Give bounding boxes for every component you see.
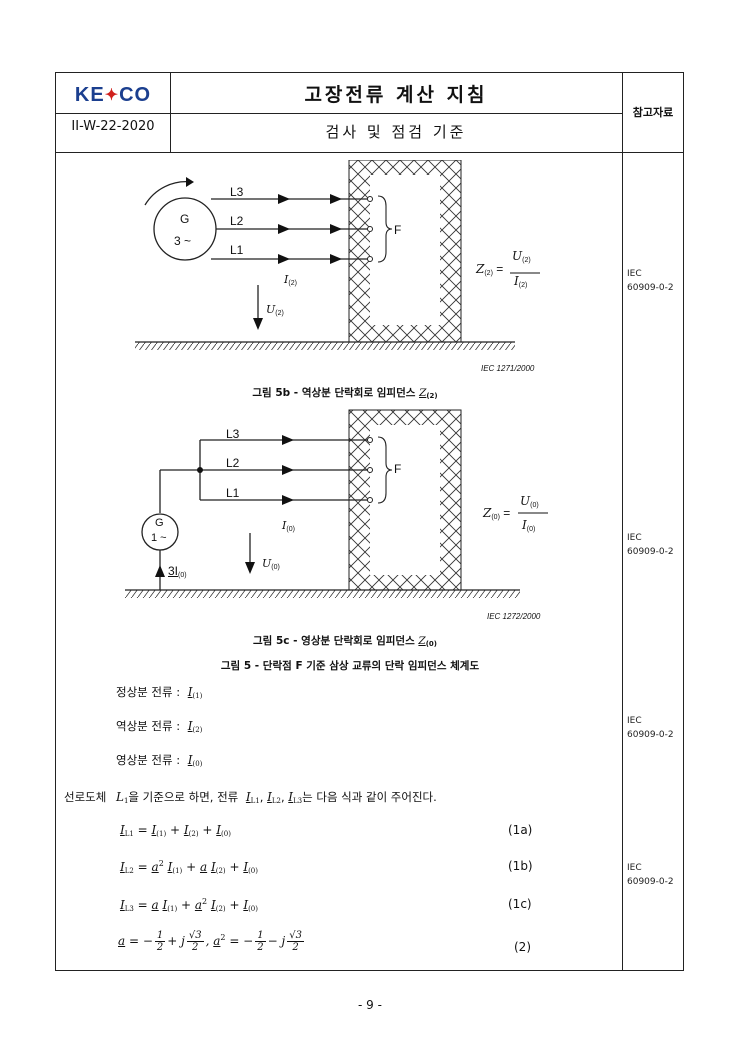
generator-circle [153,197,217,261]
document-title: 고장전류 계산 지침 [304,84,488,106]
positive-sequence-current: 정상분 전류 : I(1) [116,685,203,700]
fig5c-current-label: I(0) [282,519,295,533]
arrow-l2-icon [282,465,294,475]
terminal-l1 [367,256,373,262]
fault-network-inner [370,175,440,325]
fig5b-label-l1: L1 [230,243,244,257]
header-bottom-line [55,152,684,153]
fig5b-caption: 그림 5b - 역상분 단락회로 임피던스 Z(2) [252,387,438,400]
arrow-l1-icon [278,254,290,264]
reference-column-header: 참고자료 [632,106,674,119]
fig5c-formula-numerator: U(0) [520,494,539,509]
fig5c-label-l2: L2 [226,456,240,470]
fig5b-formula-numerator: U(2) [512,249,531,264]
zero-sequence-current: 영상분 전류 : I(0) [116,753,203,768]
fig5c-caption: 그림 5c - 영상분 단락회로 임피던스 Z(0) [253,635,437,648]
arrow-l1-icon [282,495,294,505]
fig5c-label-l1: L1 [226,486,240,500]
fig5c-fault-label: F [394,462,402,476]
equation-1b: IL2 = a2 I(1) + a I(2) + I(0) [120,859,258,875]
fig5c-generator-name: G [155,517,164,529]
fault-brace [377,195,393,263]
equation-1c-number: (1c) [508,897,532,911]
fig5b-generator-name: G [180,212,190,226]
ground-hatch [135,342,515,350]
page-number: - 9 - [358,998,382,1012]
equation-1a: IL1 = I(1) + I(2) + I(0) [120,823,231,838]
fig5c-impedance-formula: Z(0) = [483,506,511,521]
fig5b-formula-denominator: I(2) [514,274,528,289]
fig5c-source: IEC 1272/2000 [487,612,541,621]
arrow-l3-icon [282,435,294,445]
fault-network-inner [370,425,440,575]
fig5b-label-l3: L3 [230,185,244,199]
fig5c-voltage-label: U(0) [262,557,280,571]
fig5c-label-l3: L3 [226,427,240,441]
arrow-l3-icon [278,194,290,204]
fig5b-generator-phase: 3 ~ [174,234,192,248]
voltage-arrow-icon [253,318,263,330]
equation-1a-number: (1a) [508,823,533,837]
terminal-l1 [367,497,373,503]
rotation-arrow-icon [186,177,194,187]
page-frame [55,72,684,971]
figure-5b-diagram [135,160,540,350]
arrow-l2-icon [278,224,290,234]
fig5b-voltage-label: U(2) [266,303,284,317]
reference-column-divider [622,72,623,971]
fig5c-formula-denominator: I(0) [522,518,536,533]
terminal-l2 [367,226,373,232]
fig5c-generator-phase: 1 ~ [151,532,167,544]
ground-hatch [125,590,520,598]
equation-2-number: (2) [514,940,531,954]
fig5b-source: IEC 1271/2000 [481,364,535,373]
figure-5-caption: 그림 5 - 단락점 F 기준 삼상 교류의 단락 임피던스 체계도 [220,660,480,672]
reference-paragraph: 선로도체 L1을 기준으로 하면, 전류 IL1, IL2, IL3는 다음 식… [64,790,437,805]
terminal-l3 [367,437,373,443]
fig5b-impedance-formula: Z(2) = [476,262,504,277]
document-subtitle: 검사 및 점검 기준 [325,123,467,141]
negative-sequence-current: 역상분 전류 : I(2) [116,719,203,734]
terminal-l2 [367,467,373,473]
equation-1b-number: (1b) [508,859,533,873]
fault-brace [377,436,393,504]
junction-dot [197,467,203,473]
company-logo: KE✦CO [74,83,152,106]
fig5b-current-label: I(2) [284,273,297,287]
neutral-arrow-icon [155,565,165,577]
figure-5c-diagram [125,409,548,598]
fig5b-fault-label: F [394,223,402,237]
header-mid-line [55,113,622,114]
equation-1c: IL3 = a I(1) + a2 I(2) + I(0) [120,897,258,913]
header-divider-left [170,72,171,152]
arrow-l2b-icon [330,224,342,234]
arrow-l3b-icon [330,194,342,204]
fig5c-neutral-label: 3I(0) [168,564,187,579]
voltage-arrow-icon [245,562,255,574]
document-number: II-W-22-2020 [71,119,155,134]
fig5b-label-l2: L2 [230,214,244,228]
terminal-l3 [367,196,373,202]
arrow-l1b-icon [330,254,342,264]
